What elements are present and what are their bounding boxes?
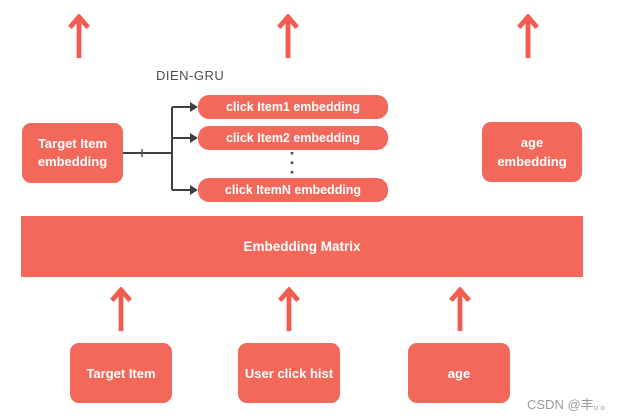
node-input-user-click-hist: User click hist (238, 343, 340, 403)
up-arrow-icon (278, 287, 300, 332)
node-age-embedding: age embedding (482, 122, 582, 182)
node-embedding-matrix: Embedding Matrix (21, 216, 583, 277)
node-click-item2-embedding: click Item2 embedding (198, 126, 388, 150)
node-label: age (520, 135, 544, 150)
up-arrow-icon (110, 287, 132, 332)
up-arrow-icon (277, 14, 299, 59)
arrowhead-right-icon (190, 133, 198, 143)
node-target-item-embedding: Target Item embedding (22, 123, 123, 183)
up-arrow-icon (68, 14, 90, 59)
arrowhead-right-icon (190, 185, 198, 195)
up-arrow-icon (517, 14, 539, 59)
node-click-itemN-embedding: click ItemN embedding (198, 178, 388, 202)
node-label: embedding (37, 154, 108, 169)
node-label: embedding (497, 154, 567, 169)
node-click-item1-embedding: click Item1 embedding (198, 95, 388, 119)
node-input-age: age (408, 343, 510, 403)
node-input-target-item: Target Item (70, 343, 172, 403)
up-arrow-icon (449, 287, 471, 332)
watermark: CSDN @丰。。 (527, 397, 614, 412)
arrowhead-right-icon (190, 102, 198, 112)
dien-gru-label: DIEN-GRU (156, 68, 225, 83)
node-label: Target Item (37, 136, 108, 151)
embedding-matrix-label: Embedding Matrix (243, 239, 361, 254)
